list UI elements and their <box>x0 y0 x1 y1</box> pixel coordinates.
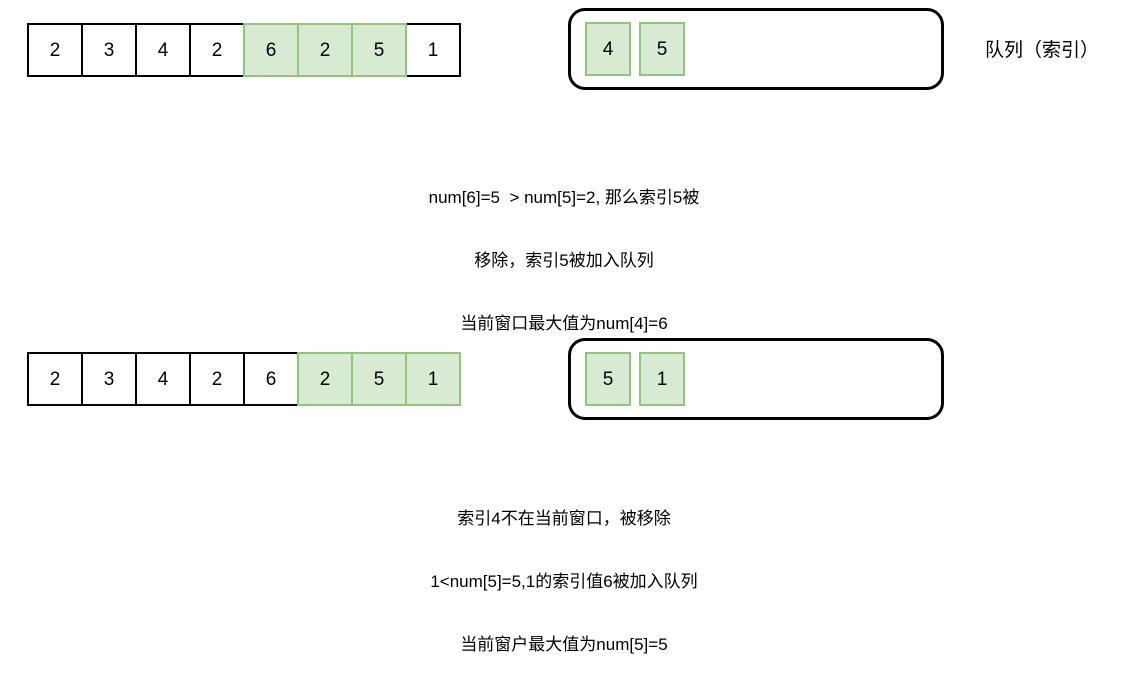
queue-cell: 5 <box>639 22 685 76</box>
array-cell: 2 <box>27 23 83 77</box>
caption-line: 当前窗户最大值为num[5]=5 <box>460 635 668 654</box>
array-strip-step2: 2 3 4 2 6 2 5 1 <box>27 352 461 406</box>
array-cell: 5 <box>351 352 407 406</box>
array-cell: 3 <box>81 352 137 406</box>
array-cell: 4 <box>135 352 191 406</box>
array-strip-step1: 2 3 4 2 6 2 5 1 <box>27 23 461 77</box>
array-cell: 2 <box>297 23 353 77</box>
caption-line: 移除，索引5被加入队列 <box>474 251 654 270</box>
array-cell: 2 <box>27 352 83 406</box>
queue-label: 队列（索引） <box>985 40 1100 61</box>
array-cell: 6 <box>243 352 299 406</box>
array-cell: 1 <box>405 23 461 77</box>
queue-box-step2: 5 1 <box>568 338 944 420</box>
array-cell: 4 <box>135 23 191 77</box>
queue-cell: 5 <box>585 352 631 406</box>
queue-cell: 1 <box>639 352 685 406</box>
array-cell: 6 <box>243 23 299 77</box>
caption-line: 1<num[5]=5,1的索引值6被加入队列 <box>430 572 698 591</box>
caption-line: num[6]=5 > num[5]=2, 那么索引5被 <box>428 188 700 207</box>
array-cell: 2 <box>297 352 353 406</box>
array-cell: 1 <box>405 352 461 406</box>
caption-step1: num[6]=5 > num[5]=2, 那么索引5被 移除，索引5被加入队列 … <box>0 145 1128 376</box>
caption-line: 当前窗口最大值为num[4]=6 <box>460 314 668 333</box>
array-cell: 2 <box>189 23 245 77</box>
array-cell: 3 <box>81 23 137 77</box>
diagram-canvas: 2 3 4 2 6 2 5 1 4 5 队列（索引） num[6]=5 > nu… <box>0 8 1128 654</box>
caption-step2: 索引4不在当前窗口，被移除 1<num[5]=5,1的索引值6被加入队列 当前窗… <box>0 466 1128 697</box>
queue-cell: 4 <box>585 22 631 76</box>
caption-line: 索引4不在当前窗口，被移除 <box>457 509 671 528</box>
queue-box-step1: 4 5 <box>568 8 944 90</box>
array-cell: 5 <box>351 23 407 77</box>
array-cell: 2 <box>189 352 245 406</box>
